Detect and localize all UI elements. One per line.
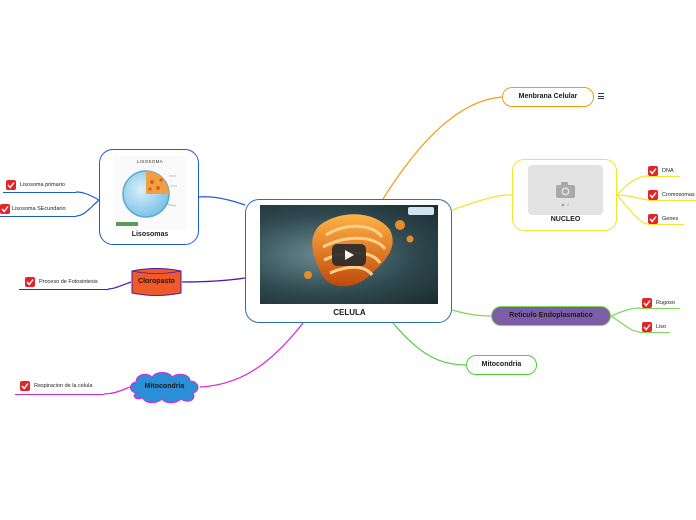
- play-icon: [345, 250, 354, 260]
- topic-membrana-celular[interactable]: Menbrana Celular: [502, 87, 594, 107]
- checkbox-icon[interactable]: [642, 322, 652, 332]
- nucleo-label: NUCLEO: [550, 216, 581, 223]
- subtopic-underline: [15, 394, 104, 396]
- cloroplasto-label: Cloropasto: [138, 278, 175, 285]
- central-topic[interactable]: CELULA: [245, 199, 452, 323]
- checkbox-icon[interactable]: [648, 190, 658, 200]
- checkbox-icon[interactable]: [648, 166, 658, 176]
- subtopic-proceso-fotosintesis[interactable]: Proceso de Fotosintesis: [39, 279, 98, 285]
- subtopic-lisosoma-primario[interactable]: Lisosoma primario: [20, 182, 65, 188]
- lisosoma-image: LISOSOMA: [114, 156, 186, 230]
- subtopic-respiracion-celula[interactable]: Respiracion de la celula: [34, 383, 93, 389]
- lisosomas-label: Lisosomas: [131, 231, 169, 238]
- subtopic-liso[interactable]: Liso: [656, 324, 667, 330]
- link-mitocondria-left: [199, 322, 304, 388]
- notes-icon[interactable]: [598, 93, 604, 99]
- reticulo-label: Reticulo Endoplasmatico: [509, 312, 593, 319]
- subtopic-underline: [19, 289, 108, 291]
- topic-nucleo[interactable]: NUCLEO: [512, 159, 617, 231]
- mitocondria-right-label: Mitocondria: [481, 361, 522, 368]
- lisosoma-illustration: [116, 170, 177, 226]
- central-topic-label: CELULA: [333, 308, 366, 317]
- subtopic-rugoso[interactable]: Rugoso: [656, 300, 675, 306]
- subtopic-underline: [648, 176, 680, 178]
- link-cloroplasto: [181, 277, 246, 283]
- subtopic-cromosomas[interactable]: Cromosomas: [662, 192, 695, 198]
- camera-icon: [556, 182, 575, 207]
- subtopic-underline: [0, 216, 76, 218]
- subtopic-lisosoma-secundario[interactable]: Lisosoma SEcundario: [12, 206, 66, 212]
- topic-lisosomas[interactable]: LISOSOMA Lisosomas: [99, 149, 199, 245]
- checkbox-icon[interactable]: [642, 298, 652, 308]
- checkbox-icon[interactable]: [25, 277, 35, 287]
- checkbox-icon[interactable]: [648, 214, 658, 224]
- image-placeholder: [528, 165, 603, 215]
- lisosoma-image-title: LISOSOMA: [137, 159, 163, 164]
- subtopic-underline: [648, 200, 696, 202]
- subtopic-underline: [640, 332, 670, 334]
- mitocondria-left-label: Mitocondria: [144, 383, 185, 390]
- subtopic-genes[interactable]: Genes: [662, 216, 679, 222]
- link-reticulo: [451, 309, 492, 317]
- cloud-shape: [130, 372, 199, 404]
- checkbox-icon[interactable]: [6, 180, 16, 190]
- cylinder-shape: [131, 268, 182, 296]
- link-nucleo: [451, 194, 513, 211]
- subtopic-underline: [3, 192, 76, 194]
- link-membrana: [382, 96, 503, 200]
- link-lisosomas: [198, 196, 246, 206]
- topic-mitocondria-left[interactable]: Mitocondria: [127, 371, 202, 404]
- subtopic-dna[interactable]: DNA: [662, 168, 674, 174]
- subtopic-underline: [648, 224, 684, 226]
- checkbox-icon[interactable]: [0, 204, 10, 214]
- link-mitocondria-right: [392, 322, 467, 366]
- play-button[interactable]: [332, 244, 366, 266]
- subtopic-underline: [640, 308, 680, 310]
- video-thumbnail[interactable]: [260, 205, 438, 304]
- topic-reticulo-endoplasmatico[interactable]: Reticulo Endoplasmatico: [491, 306, 611, 326]
- topic-cloroplasto[interactable]: Cloropasto: [131, 267, 182, 297]
- topic-mitocondria-right[interactable]: Mitocondria: [466, 355, 537, 375]
- checkbox-icon[interactable]: [20, 381, 30, 391]
- membrana-label: Menbrana Celular: [518, 93, 578, 100]
